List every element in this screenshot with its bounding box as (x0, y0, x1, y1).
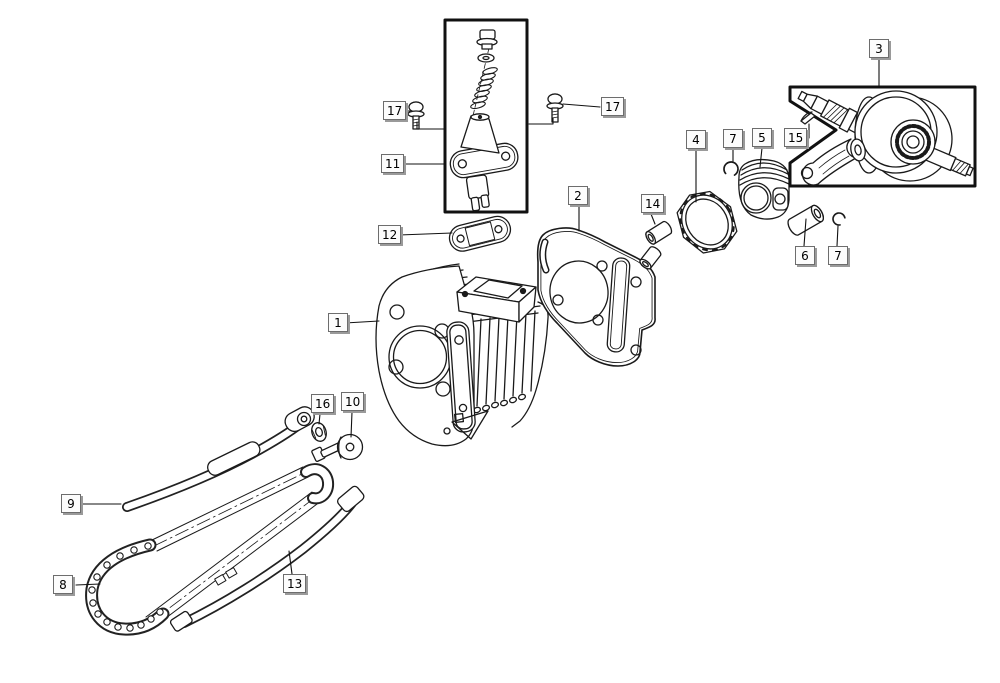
callout-14: 14 (641, 194, 665, 213)
piston-drawing (738, 158, 790, 220)
tensioner-bolt-left-drawing (407, 101, 425, 130)
leader-line (759, 147, 763, 168)
tensioner-bolt-right-drawing (546, 93, 564, 123)
callout-16: 16 (311, 394, 335, 413)
cam-chain-drawing (85, 463, 335, 636)
leader-lines (75, 58, 880, 586)
callout-4: 4 (686, 130, 706, 149)
leader-line (416, 121, 445, 130)
circlip-left-drawing (723, 161, 739, 177)
leader-line (75, 583, 101, 586)
callout-11: 11 (381, 154, 405, 173)
woodruff-key-drawing (800, 111, 816, 125)
callout-17-18: 17 (601, 97, 625, 116)
guide-screw-drawing (311, 433, 364, 463)
leader-line (350, 411, 353, 438)
cylinder-gasket-drawing (536, 227, 656, 367)
callout-15: 15 (784, 128, 808, 147)
callout-17-17: 17 (383, 101, 407, 120)
chain-guide-drawing (122, 406, 315, 512)
callout-9: 9 (61, 494, 81, 513)
leader-line (398, 232, 453, 236)
callout-1: 1 (328, 313, 348, 332)
piston-rings-drawing (676, 190, 738, 254)
callout-2: 2 (568, 186, 588, 205)
leader-line (836, 225, 839, 247)
leader-line (288, 550, 293, 575)
washer-drawing (311, 422, 327, 442)
callout-8: 8 (53, 575, 73, 594)
callout-13: 13 (283, 574, 307, 593)
callout-12: 12 (378, 225, 402, 244)
leader-line (344, 320, 380, 324)
leader-line (650, 213, 656, 225)
callout-3: 3 (869, 39, 889, 58)
leader-line (803, 218, 807, 247)
chain-tensioner-guide-drawing (169, 485, 365, 632)
circlip-right-drawing (832, 212, 846, 226)
callout-6: 6 (795, 246, 815, 265)
leader-line (528, 117, 554, 125)
cam-chain-tensioner-drawing (449, 29, 519, 212)
callout-5: 5 (752, 128, 772, 147)
leader-line (562, 103, 601, 108)
callout-10: 10 (341, 392, 365, 411)
callout-7-7: 7 (828, 246, 848, 265)
crankshaft-drawing (797, 90, 974, 186)
callout-7-6: 7 (723, 129, 743, 148)
tensioner-gasket-drawing (448, 215, 512, 252)
dowel-pins-drawing (639, 220, 673, 270)
cylinder-drawing (375, 263, 549, 447)
leader-line (318, 413, 321, 425)
